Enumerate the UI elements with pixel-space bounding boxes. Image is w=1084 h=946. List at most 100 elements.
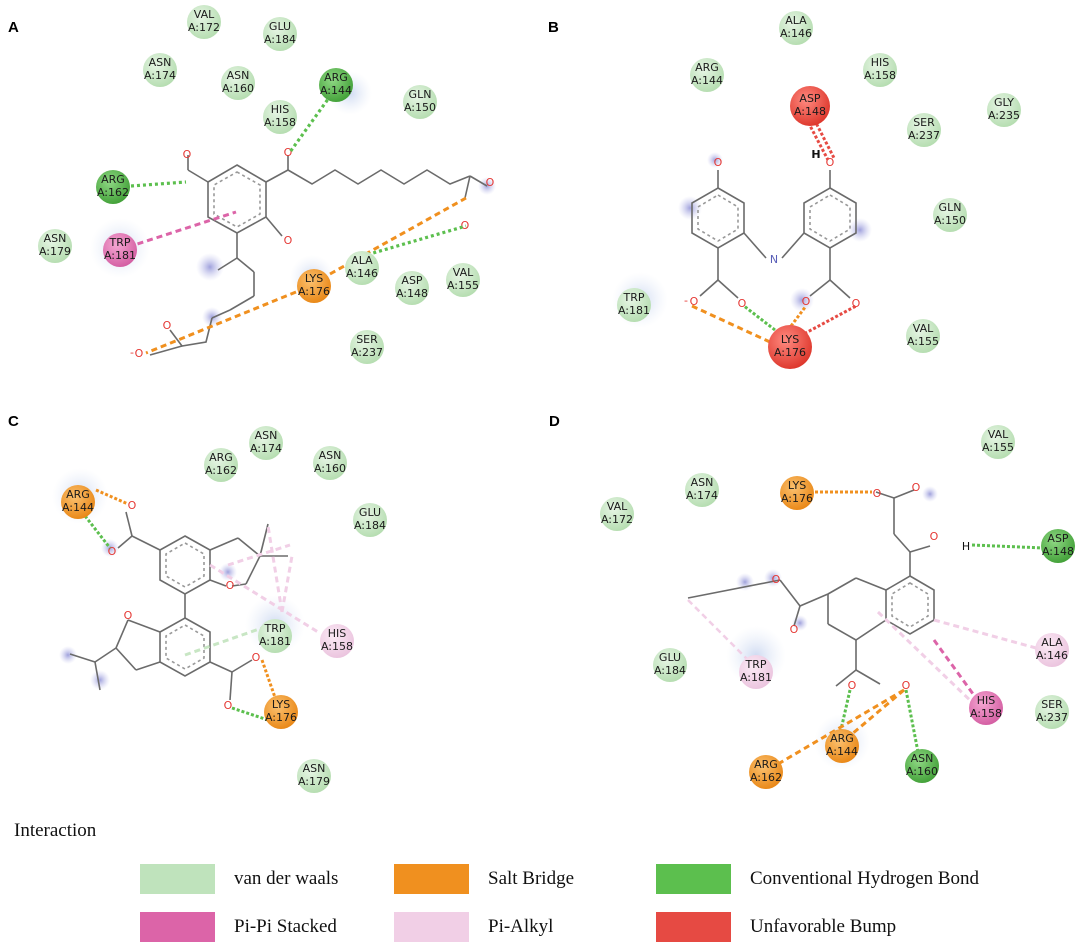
svg-text:A:148: A:148: [1042, 545, 1074, 558]
oxygen-atom: O: [284, 234, 293, 247]
hbond-line: [743, 304, 776, 332]
svg-text:VAL: VAL: [453, 266, 474, 279]
ligand-d: [687, 489, 935, 687]
pipi-line: [932, 639, 978, 699]
svg-text:ASN: ASN: [319, 449, 342, 462]
svg-text:ALA: ALA: [785, 14, 807, 27]
svg-text:A:155: A:155: [907, 335, 939, 348]
svg-text:A:174: A:174: [686, 489, 718, 502]
svg-text:SER: SER: [1041, 698, 1063, 711]
svg-text:GLN: GLN: [939, 201, 962, 214]
legend-swatch: [394, 864, 469, 894]
svg-text:ASN: ASN: [303, 762, 326, 775]
svg-text:A:172: A:172: [188, 21, 220, 34]
svg-text:HIS: HIS: [328, 627, 347, 640]
legend-label: van der waals: [234, 868, 339, 889]
charge-sign: -: [130, 346, 134, 359]
svg-text:LYS: LYS: [305, 272, 323, 285]
legend-label: Salt Bridge: [488, 868, 575, 889]
svg-text:LYS: LYS: [781, 333, 799, 346]
svg-text:VAL: VAL: [194, 8, 215, 21]
svg-text:ASP: ASP: [799, 92, 821, 105]
exposure-blob: [922, 486, 938, 502]
legend-swatch: [140, 912, 215, 942]
svg-text:A:181: A:181: [259, 635, 291, 648]
exposure-blob: [196, 253, 224, 281]
oxygen-atom: O: [128, 499, 137, 512]
panel-label-a: A: [8, 19, 19, 36]
legend-swatch: [656, 912, 731, 942]
svg-text:A:174: A:174: [250, 442, 282, 455]
pi-alkyl-line: [227, 543, 291, 567]
oxygen-atom: O: [224, 699, 233, 712]
svg-text:A:176: A:176: [774, 346, 806, 359]
svg-text:VAL: VAL: [988, 428, 1009, 441]
svg-text:A:176: A:176: [781, 492, 813, 505]
oxygen-atom: O: [135, 347, 144, 360]
exposure-blob: [678, 196, 702, 220]
oxygen-atom: O: [183, 148, 192, 161]
exposure-blob: [790, 288, 814, 312]
svg-text:ARG: ARG: [324, 71, 348, 84]
svg-text:GLU: GLU: [659, 651, 681, 664]
svg-text:A:155: A:155: [447, 279, 479, 292]
svg-text:ALA: ALA: [351, 254, 373, 267]
svg-text:A:158: A:158: [321, 640, 353, 653]
svg-text:ARG: ARG: [695, 61, 719, 74]
oxygen-atom: O: [930, 530, 939, 543]
svg-text:A:179: A:179: [39, 245, 71, 258]
hbond-line: [130, 180, 187, 188]
legend-swatch: [140, 864, 215, 894]
pi-alkyl-line: [876, 610, 976, 706]
svg-text:A:150: A:150: [404, 101, 436, 114]
svg-text:GLY: GLY: [994, 96, 1014, 109]
svg-text:A:155: A:155: [982, 441, 1014, 454]
oxygen-atom: O: [848, 679, 857, 692]
svg-text:HIS: HIS: [271, 103, 290, 116]
svg-text:A:160: A:160: [222, 82, 254, 95]
pi-alkyl-line: [687, 599, 749, 661]
oxygen-atom: O: [826, 156, 835, 169]
svg-text:A:162: A:162: [97, 186, 129, 199]
svg-text:ASN: ASN: [44, 232, 67, 245]
hbond-line: [971, 543, 1045, 550]
svg-text:ARG: ARG: [209, 451, 233, 464]
svg-text:ASP: ASP: [1047, 532, 1069, 545]
svg-text:ASN: ASN: [149, 56, 172, 69]
legend-swatch: [394, 912, 469, 942]
svg-text:ALA: ALA: [1041, 636, 1063, 649]
exposure-blob: [202, 307, 222, 327]
salt-bridge-line: [145, 290, 297, 355]
svg-text:A:160: A:160: [314, 462, 346, 475]
svg-text:A:184: A:184: [654, 664, 686, 677]
svg-text:TRP: TRP: [623, 291, 645, 304]
hbond-line: [80, 511, 112, 549]
svg-text:TRP: TRP: [745, 658, 767, 671]
svg-text:VAL: VAL: [607, 500, 628, 513]
svg-text:SER: SER: [913, 116, 935, 129]
oxygen-atom: O: [690, 295, 699, 308]
ligand-a: [149, 155, 488, 356]
salt-bridge-line: [95, 488, 129, 506]
svg-text:A:235: A:235: [988, 109, 1020, 122]
oxygen-atom: O: [714, 156, 723, 169]
exposure-blob: [848, 218, 872, 242]
